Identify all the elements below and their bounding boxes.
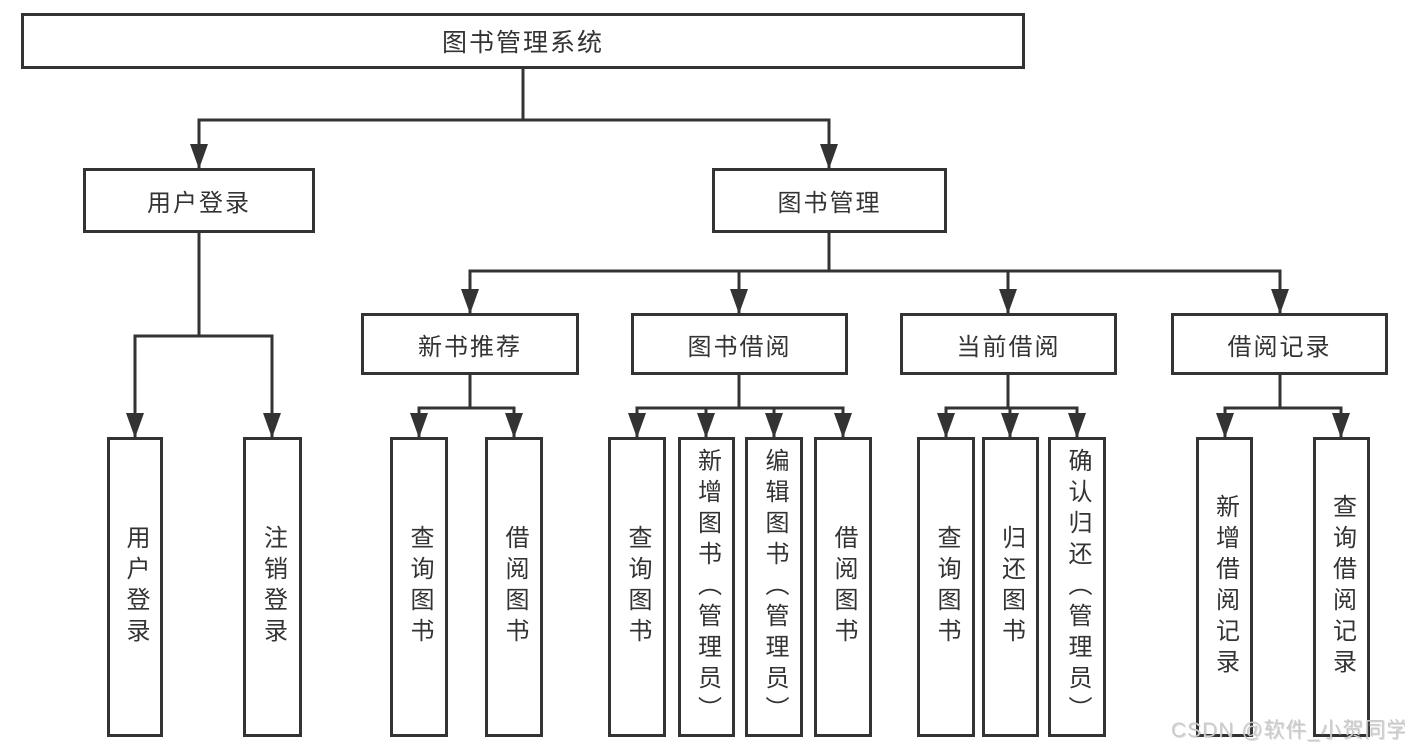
leaf-bb-query-books: 查询图书 [608, 437, 666, 737]
node-borrow-records: 借阅记录 [1171, 313, 1388, 375]
leaf-cb-return-books: 归还图书 [982, 437, 1039, 737]
node-book-borrowing: 图书借阅 [631, 313, 848, 375]
leaf-user-login: 用户登录 [107, 437, 163, 737]
leaf-cb-confirm-return-admin: 确认归还（管理员） [1048, 437, 1106, 737]
leaf-logout: 注销登录 [243, 437, 302, 737]
node-library-system: 图书管理系统 [21, 13, 1025, 69]
leaf-br-query-record: 查询借阅记录 [1313, 437, 1370, 737]
leaf-nb-borrow-books: 借阅图书 [485, 437, 543, 737]
node-book-management: 图书管理 [712, 168, 947, 233]
leaf-nb-query-books: 查询图书 [390, 437, 448, 737]
node-new-book-recommend: 新书推荐 [361, 313, 579, 375]
leaf-br-add-record: 新增借阅记录 [1196, 437, 1253, 737]
leaf-bb-edit-books-admin: 编辑图书（管理员） [745, 437, 803, 737]
node-user-login: 用户登录 [83, 168, 315, 233]
csdn-watermark: CSDN @软件_小贺同学 [1171, 719, 1405, 742]
leaf-cb-query-books: 查询图书 [917, 437, 975, 737]
leaf-bb-add-books-admin: 新增图书（管理员） [678, 437, 735, 737]
leaf-bb-borrow-books: 借阅图书 [814, 437, 872, 737]
node-current-borrowing: 当前借阅 [900, 313, 1117, 375]
